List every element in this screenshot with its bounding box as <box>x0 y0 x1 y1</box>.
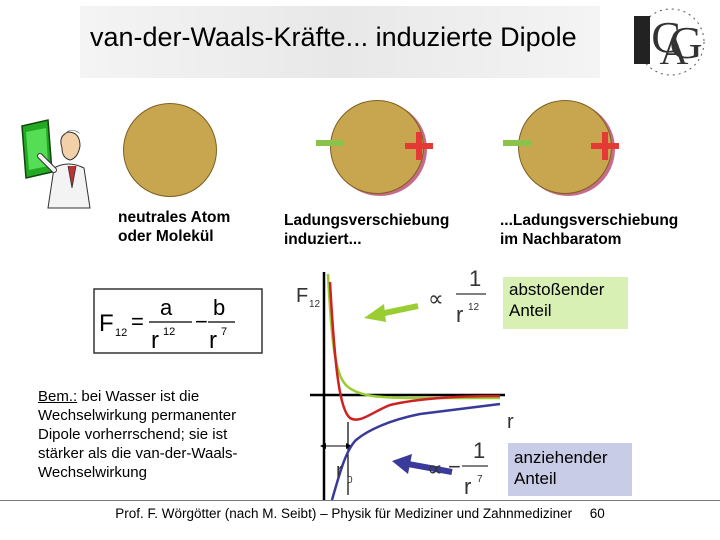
note-line-1: Bem.: bei Wasser ist die <box>38 387 238 406</box>
svg-text:G: G <box>669 17 702 68</box>
note-line-2: Wechselwirkung permanenter <box>38 406 238 425</box>
lennard-jones-formula: F 12 = a r 12 − b r 7 <box>93 288 263 354</box>
plus-sign-2 <box>591 132 619 160</box>
teacher-clipart <box>18 118 96 210</box>
neutral-atom <box>123 103 217 197</box>
formula-r1: r <box>151 327 159 354</box>
att-den: r <box>464 474 471 499</box>
atom1-caption: neutrales Atom oder Molekül <box>118 208 230 246</box>
repulsive-arrow <box>380 306 418 314</box>
formula-lhs: F <box>99 310 114 337</box>
formula-r2: r <box>209 327 217 354</box>
minus-sign-2 <box>503 140 531 146</box>
formula-lhs-sub: 12 <box>115 327 127 339</box>
r0-label: r <box>336 460 343 482</box>
repulsive-line2: Anteil <box>509 300 628 321</box>
atom1-caption-line1: neutrales Atom <box>118 208 230 227</box>
note-line-5: Wechselwirkung <box>38 463 238 482</box>
atom3-caption-line1: ...Ladungsverschiebung <box>500 211 678 230</box>
repulsive-label-box: abstoßender Anteil <box>503 277 628 329</box>
formula-minus: − <box>195 309 208 334</box>
potential-graph: F 12 r r 0 ∝ 1 r 12 ∝ − 1 r 7 <box>280 262 520 500</box>
att-exp: 7 <box>477 474 483 485</box>
att-prop: ∝ <box>427 456 443 481</box>
att-minus: − <box>448 454 461 479</box>
atom3-caption-line2: im Nachbaratom <box>500 230 678 249</box>
y-label: F <box>296 285 308 307</box>
formula-b: b <box>213 295 225 320</box>
attractive-line1: anziehender <box>514 447 632 468</box>
note-line-4: stärker als die van-der-Waals- <box>38 444 238 463</box>
formula-a: a <box>160 295 173 320</box>
rep-num: 1 <box>469 266 481 291</box>
footer-text: Prof. F. Wörgötter (nach M. Seibt) – Phy… <box>115 506 572 521</box>
page-number: 60 <box>590 506 605 521</box>
rep-exp: 12 <box>468 302 480 313</box>
note-line-3: Dipole vorherrschend; sie ist <box>38 425 238 444</box>
x-label: r <box>507 411 514 433</box>
repulsive-line1: abstoßender <box>509 279 628 300</box>
attractive-label-box: anziehender Anteil <box>508 443 632 496</box>
note: Bem.: bei Wasser ist die Wechselwirkung … <box>38 387 238 482</box>
institute-logo: C A G <box>626 6 716 78</box>
formula-exp7: 7 <box>221 326 227 338</box>
rep-prop: ∝ <box>428 286 444 311</box>
slide-title: van-der-Waals-Kräfte... induzierte Dipol… <box>90 22 577 53</box>
rep-den: r <box>456 302 463 327</box>
atom2-caption-line2: induziert... <box>284 230 449 249</box>
formula-exp12: 12 <box>163 326 175 338</box>
r0-sub: 0 <box>347 475 353 486</box>
att-num: 1 <box>473 438 485 463</box>
footer-divider <box>0 500 720 501</box>
formula-eq: = <box>131 309 144 334</box>
footer: Prof. F. Wörgötter (nach M. Seibt) – Phy… <box>0 506 720 521</box>
minus-sign <box>316 140 344 146</box>
atom3-caption: ...Ladungsverschiebung im Nachbaratom <box>500 211 678 249</box>
atom2-caption-line1: Ladungsverschiebung <box>284 211 449 230</box>
repulsive-curve <box>328 274 500 398</box>
atom1-caption-line2: oder Molekül <box>118 227 230 246</box>
note-prefix: Bem.: <box>38 388 77 405</box>
atom2-caption: Ladungsverschiebung induziert... <box>284 211 449 249</box>
y-label-sub: 12 <box>309 299 321 310</box>
plus-sign <box>405 132 433 160</box>
attractive-line2: Anteil <box>514 468 632 489</box>
